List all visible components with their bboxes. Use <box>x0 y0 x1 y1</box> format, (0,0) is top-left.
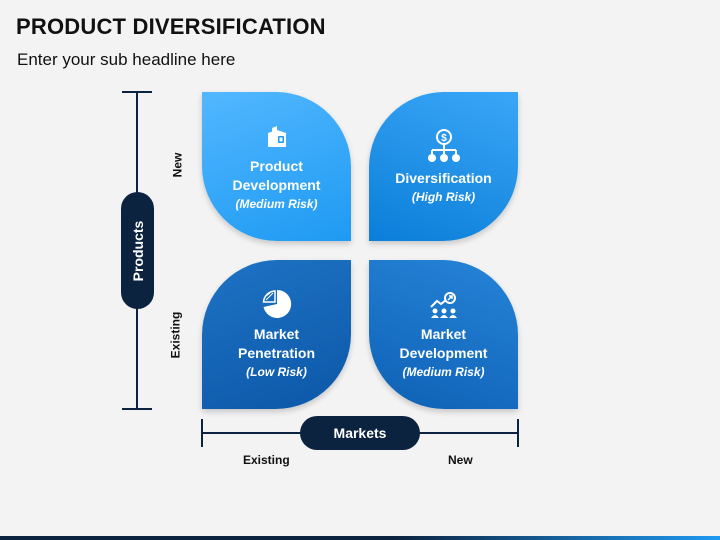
quadrant-name-line2: Development <box>399 344 488 361</box>
quadrant-name-line1: Diversification <box>395 170 492 186</box>
quadrant-risk: (High Risk) <box>411 190 476 204</box>
quadrant-name-line1: Market <box>420 325 467 342</box>
hierarchy-dollar-icon: $ <box>426 129 462 163</box>
quadrant-market-penetration: Market Penetration (Low Risk) <box>202 260 351 409</box>
pie-chart-icon <box>262 289 292 319</box>
page-title: PRODUCT DIVERSIFICATION <box>16 14 326 39</box>
x-axis-right-cap <box>517 419 519 447</box>
product-box-icon <box>263 123 291 151</box>
y-axis-bottom-cap <box>122 408 152 410</box>
x-label-new: New <box>448 453 473 467</box>
footer-bar <box>0 536 720 540</box>
y-axis-pill: Products <box>121 192 154 309</box>
quadrant-name-line2: Penetration <box>237 344 315 361</box>
quadrant-name-line1: Market <box>253 325 300 342</box>
y-axis-top-cap <box>122 91 152 93</box>
growth-people-icon <box>428 291 460 319</box>
quadrant-risk: (Low Risk) <box>246 364 307 379</box>
quadrant-market-development: Market Development (Medium Risk) <box>369 260 518 409</box>
y-label-new: New <box>170 152 185 178</box>
y-axis-label: Products <box>129 220 146 281</box>
x-axis-left-cap <box>201 419 203 447</box>
quadrant-risk: (Medium Risk) <box>235 196 318 211</box>
x-label-existing: Existing <box>243 453 290 467</box>
svg-text:$: $ <box>441 133 447 144</box>
quadrant-name-line1: Product <box>250 157 303 174</box>
x-axis-pill: Markets <box>300 416 420 450</box>
quadrant-product-development: Product Development (Medium Risk) <box>202 92 351 241</box>
quadrant-name-line2: Development <box>232 176 321 193</box>
page-subtitle: Enter your sub headline here <box>17 50 236 69</box>
quadrant-diversification: $ Diversification (High Risk) <box>369 92 518 241</box>
quadrant-risk: (Medium Risk) <box>402 364 485 379</box>
x-axis-label: Markets <box>333 425 387 441</box>
y-label-existing: Existing <box>168 311 183 359</box>
